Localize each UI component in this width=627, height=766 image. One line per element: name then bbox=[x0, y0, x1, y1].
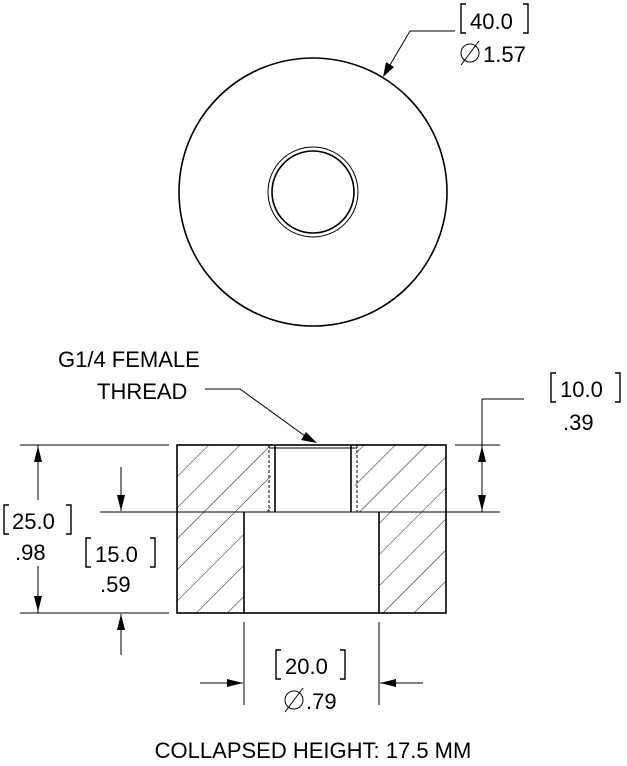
od-metric-value: 40.0 bbox=[470, 9, 513, 34]
bore-depth-arrow-top bbox=[117, 495, 125, 511]
bore-dia-arrow-right bbox=[380, 679, 396, 687]
bore-depth-dimension: 15.0 .59 bbox=[85, 467, 177, 655]
height-imperial-value: .98 bbox=[15, 540, 46, 565]
thread-leader-diagonal bbox=[239, 388, 306, 437]
bore-depth-metric-value: 15.0 bbox=[95, 542, 138, 567]
thread-leader-arrowhead bbox=[301, 432, 317, 443]
section-view bbox=[176, 444, 447, 614]
height-metric-value: 25.0 bbox=[12, 509, 55, 534]
bore-dia-metric-value: 20.0 bbox=[285, 654, 328, 679]
thread-depth-bracket-left bbox=[550, 372, 556, 403]
height-bracket-left bbox=[3, 504, 9, 535]
thread-minor-circle bbox=[271, 150, 355, 234]
od-leader-arrowhead bbox=[383, 62, 394, 77]
bore-depth-bracket-left bbox=[85, 537, 91, 568]
thread-depth-dimension: 10.0 .39 bbox=[357, 372, 621, 513]
height-arrow-top bbox=[34, 446, 42, 462]
od-leader-diagonal bbox=[389, 30, 411, 66]
height-bracket-right bbox=[66, 504, 72, 535]
bore-void bbox=[245, 513, 378, 612]
thread-depth-metric-value: 10.0 bbox=[560, 377, 603, 402]
overall-height-dimension: 25.0 .98 bbox=[3, 444, 169, 614]
diameter-symbol-icon bbox=[284, 687, 304, 713]
thread-void bbox=[276, 449, 350, 511]
diameter-symbol-icon bbox=[460, 40, 480, 66]
bore-depth-arrow-bottom bbox=[117, 614, 125, 630]
height-arrow-bottom bbox=[34, 596, 42, 612]
top-view: 40.0 1.57 bbox=[178, 3, 529, 327]
thread-depth-bracket-right bbox=[615, 372, 621, 403]
part-outline bbox=[176, 444, 447, 614]
thread-note-line1: G1/4 FEMALE bbox=[58, 347, 200, 372]
outer-diameter-circle bbox=[178, 57, 448, 327]
od-imperial-value: 1.57 bbox=[483, 42, 526, 67]
bore-depth-bracket-right bbox=[150, 537, 156, 568]
bore-diameter-dimension: 20.0 .79 bbox=[200, 622, 423, 714]
thread-note-line2: THREAD bbox=[97, 379, 187, 404]
hatch-region-left bbox=[177, 445, 271, 613]
od-bracket-right bbox=[523, 3, 529, 34]
thread-depth-arrow-top bbox=[478, 446, 486, 462]
bore-depth-imperial-value: .59 bbox=[100, 572, 131, 597]
hatch-region-right bbox=[355, 445, 446, 613]
od-bracket-left bbox=[460, 3, 466, 34]
bore-dia-bracket-right bbox=[340, 649, 346, 680]
collapsed-height-note: COLLAPSED HEIGHT: 17.5 MM bbox=[155, 738, 472, 763]
thread-callout: G1/4 FEMALE THREAD bbox=[58, 347, 317, 443]
bore-dia-arrow-left bbox=[227, 679, 243, 687]
thread-depth-arrow-bottom bbox=[478, 495, 486, 511]
thread-depth-imperial-value: .39 bbox=[563, 410, 594, 435]
bore-dia-imperial-value: .79 bbox=[306, 689, 337, 714]
thread-major-circle bbox=[267, 146, 359, 238]
bore-dia-bracket-left bbox=[275, 649, 281, 680]
